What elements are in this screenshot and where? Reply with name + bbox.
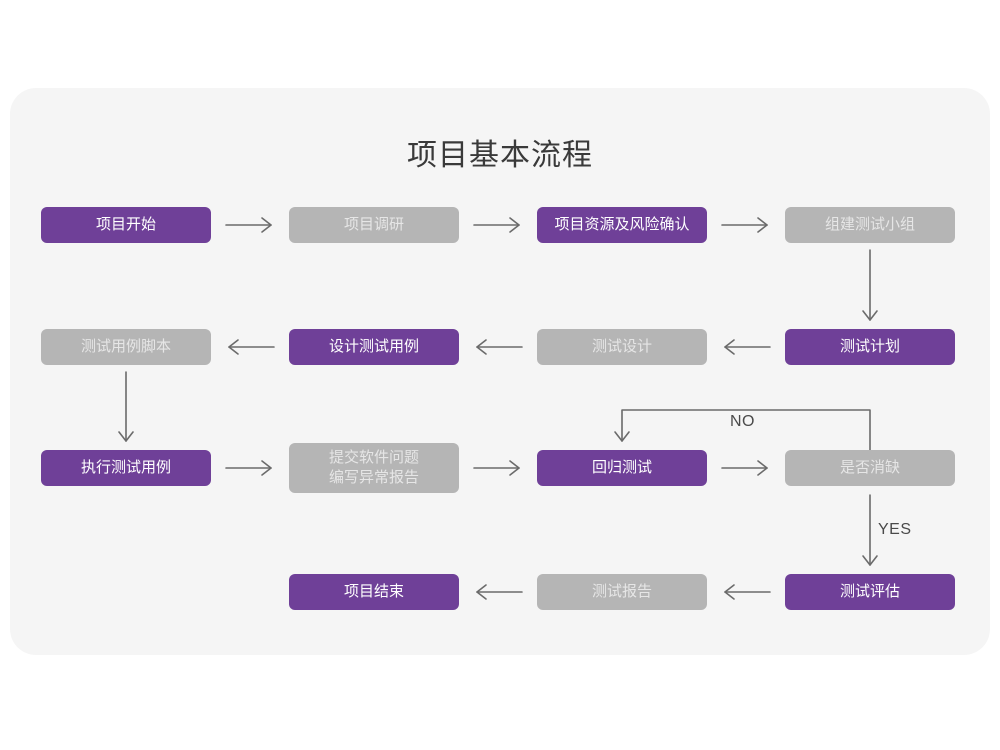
edge-label-no: NO [730, 413, 755, 430]
node-test-evaluation[interactable]: 测试评估 [785, 574, 955, 610]
node-resource-risk-confirm[interactable]: 项目资源及风险确认 [537, 207, 707, 243]
node-submit-bug-report[interactable]: 提交软件问题 编写异常报告 [289, 443, 459, 493]
page-title: 项目基本流程 [407, 139, 593, 172]
node-test-report[interactable]: 测试报告 [537, 574, 707, 610]
node-test-case-script[interactable]: 测试用例脚本 [41, 329, 211, 365]
node-project-start[interactable]: 项目开始 [41, 207, 211, 243]
node-build-test-team[interactable]: 组建测试小组 [785, 207, 955, 243]
node-test-design[interactable]: 测试设计 [537, 329, 707, 365]
node-project-end[interactable]: 项目结束 [289, 574, 459, 610]
node-defect-cleared-check[interactable]: 是否消缺 [785, 450, 955, 486]
node-regression-test[interactable]: 回归测试 [537, 450, 707, 486]
edge-label-yes: YES [878, 521, 912, 538]
node-execute-test-cases[interactable]: 执行测试用例 [41, 450, 211, 486]
node-design-test-cases[interactable]: 设计测试用例 [289, 329, 459, 365]
node-test-plan[interactable]: 测试计划 [785, 329, 955, 365]
node-project-research[interactable]: 项目调研 [289, 207, 459, 243]
flowchart-card [10, 88, 990, 655]
